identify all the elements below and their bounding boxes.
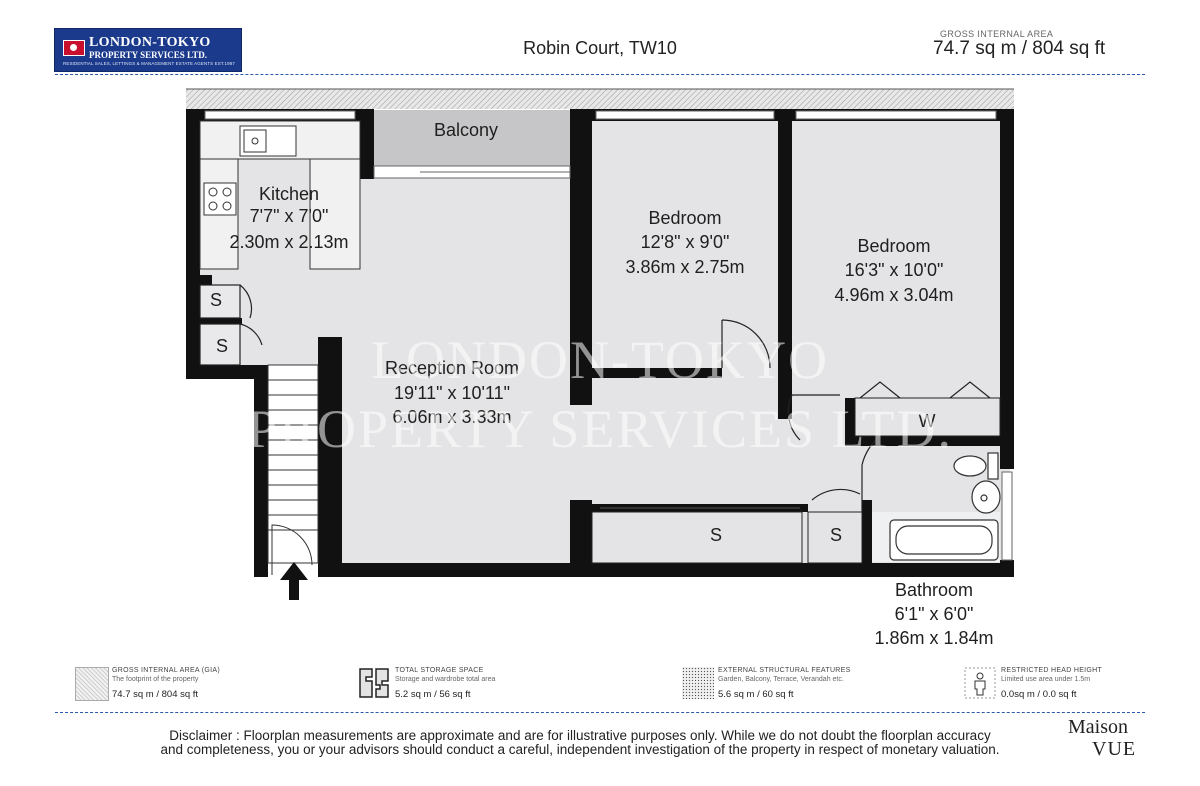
legend-headheight-value: 0.0sq m / 0.0 sq ft [1001,689,1077,700]
bedroom2-name: Bedroom [857,236,930,256]
bathroom-name: Bathroom [895,580,973,600]
wardrobe-label: W [919,411,936,431]
storage-cupboard-2 [807,511,863,564]
legend-external-sub: Garden, Balcony, Terrace, Verandah etc. [718,676,844,683]
storage-swatch-icon [359,668,389,698]
legend-storage-sub: Storage and wardrobe total area [395,676,496,683]
walls [186,109,1014,577]
reception-metric: 6.06m x 3.33m [392,407,511,427]
roof-strip [186,89,1014,109]
legend-headheight-title: RESTRICTED HEAD HEIGHT [1001,667,1103,674]
bathroom-fixtures [889,452,1001,561]
kitchen-imperial: 7'7" x 7'0" [250,206,329,226]
flag-icon [63,40,85,56]
storage-label-4: S [830,525,842,545]
brand-name-line1: Maison [1068,716,1128,738]
storage-label-3: S [710,525,722,545]
legend-storage-title: TOTAL STORAGE SPACE [395,667,484,674]
bedroom1-imperial: 12'8" x 9'0" [641,232,730,252]
gross-area-value: 74.7 sq m / 804 sq ft [933,38,1106,59]
bedroom1-metric: 3.86m x 2.75m [625,257,744,277]
watermark-line1: LONDON-TOKYO [371,330,829,390]
kitchen-metric: 2.30m x 2.13m [229,232,348,252]
legend-storage-value: 5.2 sq m / 56 sq ft [395,689,471,700]
legend-headheight-sub: Limited use area under 1.5m [1001,676,1091,683]
brand-name-line2: VUE [1092,738,1137,760]
balcony-area [372,110,570,170]
balcony-label: Balcony [434,120,498,140]
legend-external-value: 5.6 sq m / 60 sq ft [718,689,794,700]
bedroom2-imperial: 16'3" x 10'0" [845,260,944,280]
bedroom1-name: Bedroom [648,208,721,228]
disclaimer-line2: and completeness, you or your advisors s… [160,742,1000,757]
storage-cupboard-1 [591,511,803,564]
left-storage [199,284,263,366]
header-divider [55,74,1145,75]
legend-external-title: EXTERNAL STRUCTURAL FEATURES [718,667,851,674]
kitchen-fittings [199,120,361,270]
legend-gia-title: GROSS INTERNAL AREA (GIA) [112,667,220,674]
storage-label-2: S [216,336,228,356]
legend-gia-sub: The footprint of the property [112,676,199,683]
gia-swatch-icon [75,667,109,701]
watermark-line2: PROPERTY SERVICES LTD. [247,399,953,459]
logo-name: LONDON-TOKYO [89,35,211,50]
bathroom-metric: 1.86m x 1.84m [874,628,993,648]
property-address: Robin Court, TW10 [523,38,677,58]
company-logo: LONDON-TOKYO PROPERTY SERVICES LTD. RESI… [54,28,242,72]
reception-imperial: 19'11" x 10'11" [394,383,510,403]
logo-tagline: RESIDENTIAL SALES, LETTINGS & MANAGEMENT… [63,61,235,66]
staircase [267,364,319,575]
bathroom-imperial: 6'1" x 6'0" [895,604,974,624]
disclaimer: Disclaimer : Floorplan measurements are … [60,729,1100,757]
footer-divider [55,712,1145,713]
reception-name: Reception Room [385,358,519,378]
entrance-arrow-icon [280,562,308,600]
storage-label-1: S [210,290,222,310]
windows [204,110,1013,561]
kitchen-name: Kitchen [259,184,319,204]
bedroom2-metric: 4.96m x 3.04m [834,285,953,305]
head-height-icon [964,667,996,699]
logo-subname: PROPERTY SERVICES LTD. [89,50,207,60]
external-swatch-icon [682,667,714,699]
legend-gia-value: 74.7 sq m / 804 sq ft [112,689,199,700]
wardrobe [854,397,1001,437]
gross-area-label: GROSS INTERNAL AREA [940,29,1054,39]
disclaimer-line1: Disclaimer : Floorplan measurements are … [169,728,991,743]
